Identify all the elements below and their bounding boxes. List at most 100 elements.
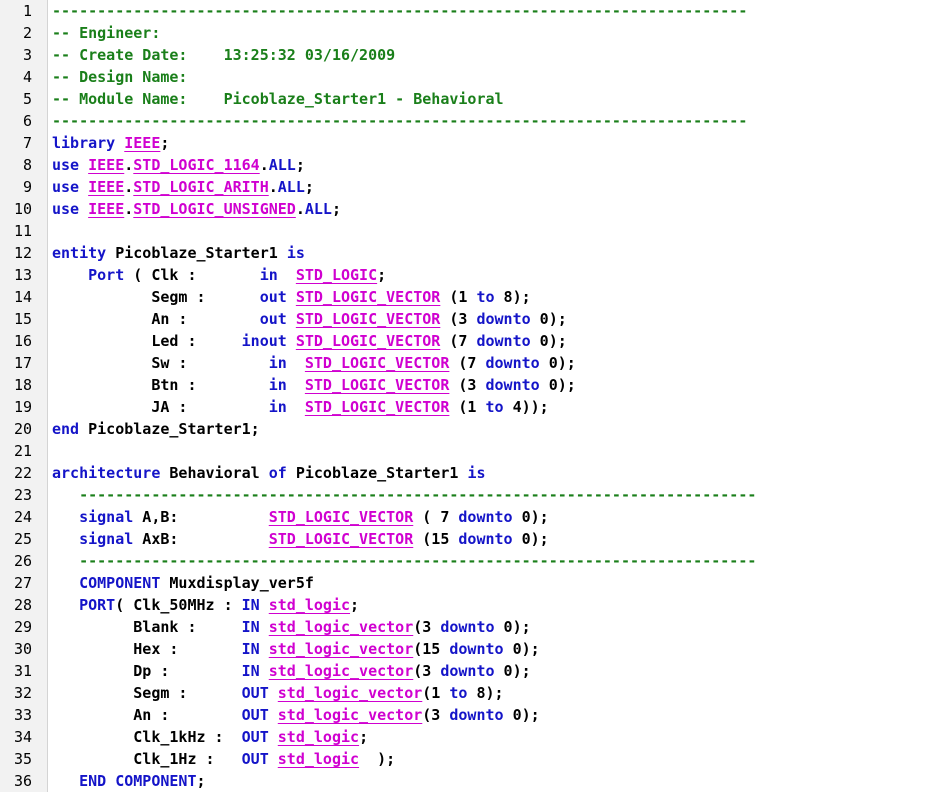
text-token: ; bbox=[160, 134, 170, 152]
line-text: use IEEE.STD_LOGIC_1164.ALL; bbox=[52, 154, 305, 176]
comment-token: -- Create Date: 13:25:32 03/16/2009 bbox=[52, 46, 396, 64]
text-token bbox=[52, 486, 79, 504]
code-line[interactable]: 24 signal A,B: STD_LOGIC_VECTOR ( 7 down… bbox=[0, 506, 932, 528]
line-text: Dp : IN std_logic_vector(3 downto 0); bbox=[52, 660, 530, 682]
line-number: 16 bbox=[13, 332, 32, 350]
text-token bbox=[269, 684, 278, 702]
code-line[interactable]: 26 -------------------------------------… bbox=[0, 550, 932, 572]
code-line[interactable]: 21 bbox=[0, 440, 932, 462]
code-line[interactable]: 35 Clk_1Hz : OUT std_logic ); bbox=[0, 748, 932, 770]
line-text: -- Module Name: Picoblaze_Starter1 - Beh… bbox=[52, 88, 504, 110]
line-number: 3 bbox=[22, 46, 32, 64]
text-token: Sw : bbox=[52, 354, 269, 372]
line-text: JA : in STD_LOGIC_VECTOR (1 to 4)); bbox=[52, 396, 548, 418]
code-line[interactable]: 6---------------------------------------… bbox=[0, 110, 932, 132]
text-token bbox=[287, 376, 305, 394]
line-number: 1 bbox=[22, 2, 32, 20]
code-line[interactable]: 30 Hex : IN std_logic_vector(15 downto 0… bbox=[0, 638, 932, 660]
code-line[interactable]: 11 bbox=[0, 220, 932, 242]
text-token: 0); bbox=[539, 354, 576, 372]
keyword-token: OUT bbox=[241, 706, 269, 724]
text-token: 0); bbox=[530, 332, 567, 350]
text-token bbox=[52, 574, 79, 592]
code-line[interactable]: 27 COMPONENT Muxdisplay_ver5f bbox=[0, 572, 932, 594]
keyword-token: use bbox=[52, 178, 89, 196]
type-token: STD_LOGIC_VECTOR bbox=[268, 530, 414, 548]
code-line[interactable]: 19 JA : in STD_LOGIC_VECTOR (1 to 4)); bbox=[0, 396, 932, 418]
code-line[interactable]: 14 Segm : out STD_LOGIC_VECTOR (1 to 8); bbox=[0, 286, 932, 308]
line-number: 22 bbox=[13, 464, 32, 482]
line-text: use IEEE.STD_LOGIC_UNSIGNED.ALL; bbox=[52, 198, 341, 220]
text-token: Segm : bbox=[52, 288, 260, 306]
code-line[interactable]: 33 An : OUT std_logic_vector(3 downto 0)… bbox=[0, 704, 932, 726]
type-token: STD_LOGIC_VECTOR bbox=[295, 310, 441, 328]
code-line[interactable]: 25 signal AxB: STD_LOGIC_VECTOR (15 down… bbox=[0, 528, 932, 550]
line-number: 28 bbox=[13, 596, 32, 614]
text-token bbox=[269, 706, 278, 724]
line-text: ----------------------------------------… bbox=[52, 110, 747, 132]
text-token: Muxdisplay_ver5f bbox=[160, 574, 314, 592]
text-token: JA : bbox=[52, 398, 269, 416]
code-line[interactable]: 15 An : out STD_LOGIC_VECTOR (3 downto 0… bbox=[0, 308, 932, 330]
text-token: Clk_1kHz : bbox=[52, 728, 242, 746]
line-text: end Picoblaze_Starter1; bbox=[52, 418, 260, 440]
code-line[interactable]: 3 -- Create Date: 13:25:32 03/16/2009 bbox=[0, 44, 932, 66]
line-number: 2 bbox=[22, 24, 32, 42]
code-line[interactable]: 36 END COMPONENT; bbox=[0, 770, 932, 792]
code-line[interactable]: 29 Blank : IN std_logic_vector(3 downto … bbox=[0, 616, 932, 638]
type-token: std_logic_vector bbox=[268, 662, 414, 680]
keyword-token: in bbox=[268, 354, 287, 372]
code-line[interactable]: 4-- Design Name: bbox=[0, 66, 932, 88]
type-token: IEEE bbox=[88, 178, 125, 196]
code-line[interactable]: 34 Clk_1kHz : OUT std_logic; bbox=[0, 726, 932, 748]
code-line[interactable]: 17 Sw : in STD_LOGIC_VECTOR (7 downto 0)… bbox=[0, 352, 932, 374]
code-line[interactable]: 2 -- Engineer: bbox=[0, 22, 932, 44]
code-line[interactable]: 1---------------------------------------… bbox=[0, 0, 932, 22]
line-number: 18 bbox=[13, 376, 32, 394]
code-line[interactable]: 31 Dp : IN std_logic_vector(3 downto 0); bbox=[0, 660, 932, 682]
line-number: 17 bbox=[13, 354, 32, 372]
text-token bbox=[260, 618, 269, 636]
text-token: Picoblaze_Starter1 bbox=[115, 244, 287, 262]
text-token: ; bbox=[304, 178, 314, 196]
text-token: ; bbox=[377, 266, 387, 284]
text-token bbox=[287, 398, 305, 416]
code-line[interactable]: 5-- Module Name: Picoblaze_Starter1 - Be… bbox=[0, 88, 932, 110]
code-line[interactable]: 32 Segm : OUT std_logic_vector(1 to 8); bbox=[0, 682, 932, 704]
code-line[interactable]: 13 Port ( Clk : in STD_LOGIC; bbox=[0, 264, 932, 286]
text-token: (3 bbox=[422, 706, 450, 724]
keyword-token: out bbox=[259, 288, 287, 306]
line-text: Clk_1kHz : OUT std_logic; bbox=[52, 726, 368, 748]
code-line[interactable]: 28 PORT( Clk_50MHz : IN std_logic; bbox=[0, 594, 932, 616]
text-token: . bbox=[268, 178, 278, 196]
line-number-gutter bbox=[0, 0, 48, 792]
line-number: 36 bbox=[13, 772, 32, 790]
keyword-token: downto bbox=[485, 376, 540, 394]
keyword-token: is bbox=[467, 464, 486, 482]
type-token: STD_LOGIC_VECTOR bbox=[268, 508, 414, 526]
line-number: 11 bbox=[13, 222, 32, 240]
keyword-token: downto bbox=[449, 640, 504, 658]
text-token bbox=[52, 508, 79, 526]
text-token: ); bbox=[359, 750, 396, 768]
text-token: . bbox=[295, 200, 305, 218]
text-token bbox=[52, 552, 79, 570]
type-token: STD_LOGIC_VECTOR bbox=[304, 398, 450, 416]
code-line[interactable]: 16 Led : inout STD_LOGIC_VECTOR (7 downt… bbox=[0, 330, 932, 352]
code-line[interactable]: 23 -------------------------------------… bbox=[0, 484, 932, 506]
text-token: ; bbox=[295, 156, 305, 174]
text-token: (3 bbox=[449, 376, 486, 394]
keyword-token: downto bbox=[449, 706, 504, 724]
code-line[interactable]: 18 Btn : in STD_LOGIC_VECTOR (3 downto 0… bbox=[0, 374, 932, 396]
text-token: (7 bbox=[440, 332, 477, 350]
comment-token: -- Engineer: bbox=[52, 24, 161, 42]
text-token: ( 7 bbox=[413, 508, 459, 526]
